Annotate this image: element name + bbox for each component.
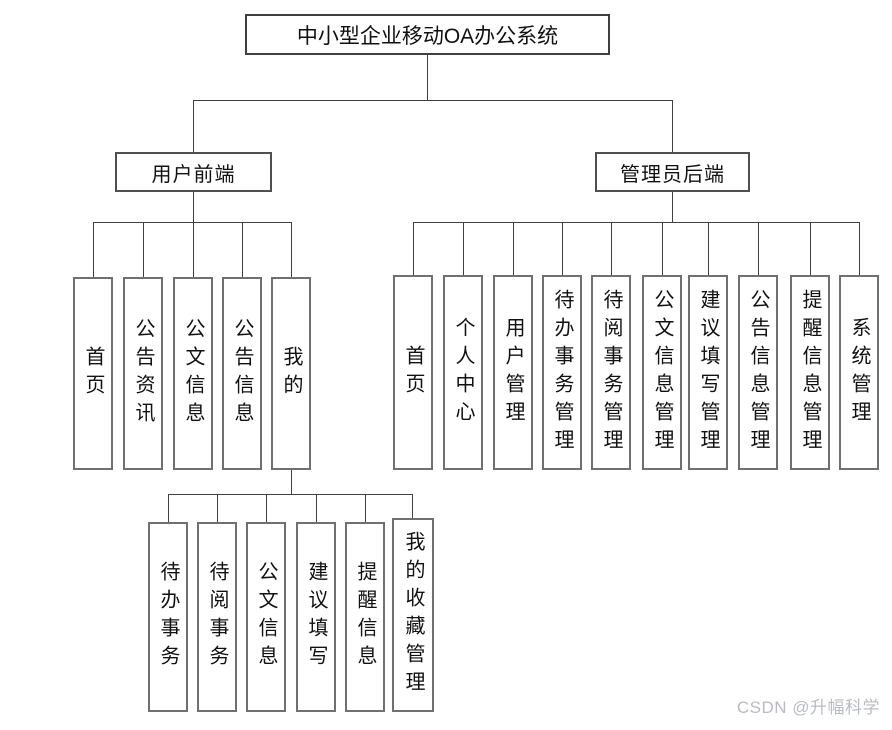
connector bbox=[708, 222, 709, 275]
watermark: CSDN @升幅科学 bbox=[736, 698, 880, 717]
node-announcement-info-label: 公告信息 bbox=[231, 317, 253, 430]
node-document-info-label: 公文信息 bbox=[182, 317, 204, 430]
connector bbox=[810, 222, 811, 275]
node-root: 中小型企业移动OA办公系统 bbox=[245, 14, 610, 55]
connector bbox=[758, 222, 759, 275]
connector bbox=[672, 100, 673, 152]
node-personal-center: 个人中心 bbox=[443, 275, 483, 470]
connector bbox=[93, 222, 292, 223]
node-admin-home-label: 首页 bbox=[402, 344, 424, 401]
connector bbox=[217, 494, 218, 522]
node-user-home: 首页 bbox=[73, 277, 113, 470]
node-announcement-management: 公告信息管理 bbox=[738, 275, 778, 470]
node-my-document-info-label: 公文信息 bbox=[255, 561, 277, 673]
connector bbox=[662, 222, 663, 275]
node-user-management-label: 用户管理 bbox=[502, 316, 524, 429]
connector bbox=[291, 222, 292, 277]
node-my-todo-label: 待办事务 bbox=[157, 561, 179, 673]
node-user-management: 用户管理 bbox=[493, 275, 533, 470]
node-my-suggestion: 建议填写 bbox=[296, 522, 336, 712]
connector bbox=[562, 222, 563, 275]
connector bbox=[193, 100, 673, 101]
node-my-document-info: 公文信息 bbox=[246, 522, 286, 712]
node-announcement-news-label: 公告资讯 bbox=[132, 317, 154, 430]
connector bbox=[672, 192, 673, 222]
node-system-management-label: 系统管理 bbox=[848, 316, 870, 429]
connector bbox=[291, 470, 292, 494]
node-suggestion-management: 建议填写管理 bbox=[688, 275, 728, 470]
connector bbox=[859, 222, 860, 275]
connector bbox=[413, 222, 860, 223]
node-my-todo: 待办事务 bbox=[148, 522, 188, 712]
connector bbox=[193, 192, 194, 222]
node-mine: 我的 bbox=[271, 277, 311, 470]
connector bbox=[168, 494, 413, 495]
connector bbox=[365, 494, 366, 522]
connector bbox=[513, 222, 514, 275]
node-system-management: 系统管理 bbox=[839, 275, 879, 470]
connector bbox=[266, 494, 267, 522]
node-mine-label: 我的 bbox=[280, 345, 302, 402]
node-my-suggestion-label: 建议填写 bbox=[305, 561, 327, 673]
node-my-favorites-management-label: 我的收藏管理 bbox=[402, 531, 424, 699]
connector bbox=[463, 222, 464, 275]
node-admin-backend-label: 管理员后端 bbox=[620, 163, 725, 186]
node-announcement-news: 公告资讯 bbox=[123, 277, 163, 470]
node-todo-management: 待办事务管理 bbox=[542, 275, 582, 470]
node-my-toread: 待阅事务 bbox=[197, 522, 237, 712]
node-document-management: 公文信息管理 bbox=[642, 275, 682, 470]
node-toread-management-label: 待阅事务管理 bbox=[600, 288, 622, 457]
node-my-reminder: 提醒信息 bbox=[345, 522, 385, 712]
connector bbox=[193, 100, 194, 152]
node-root-label: 中小型企业移动OA办公系统 bbox=[296, 24, 559, 48]
node-announcement-management-label: 公告信息管理 bbox=[747, 288, 769, 457]
node-my-toread-label: 待阅事务 bbox=[206, 561, 228, 673]
connector bbox=[316, 494, 317, 522]
node-document-info: 公文信息 bbox=[173, 277, 213, 470]
node-user-home-label: 首页 bbox=[82, 345, 104, 402]
node-reminder-management: 提醒信息管理 bbox=[790, 275, 830, 470]
node-announcement-info: 公告信息 bbox=[222, 277, 262, 470]
node-admin-backend: 管理员后端 bbox=[595, 152, 750, 192]
node-todo-management-label: 待办事务管理 bbox=[551, 288, 573, 457]
node-toread-management: 待阅事务管理 bbox=[591, 275, 631, 470]
connector bbox=[168, 494, 169, 522]
node-document-management-label: 公文信息管理 bbox=[651, 288, 673, 457]
node-personal-center-label: 个人中心 bbox=[452, 316, 474, 429]
node-suggestion-management-label: 建议填写管理 bbox=[697, 288, 719, 457]
node-user-frontend-label: 用户前端 bbox=[151, 163, 236, 186]
connector bbox=[413, 222, 414, 275]
node-user-frontend: 用户前端 bbox=[115, 152, 272, 192]
connector bbox=[242, 222, 243, 277]
node-my-favorites-management: 我的收藏管理 bbox=[392, 518, 434, 712]
connector bbox=[193, 222, 194, 277]
connector bbox=[412, 494, 413, 522]
connector bbox=[143, 222, 144, 277]
node-reminder-management-label: 提醒信息管理 bbox=[799, 288, 821, 457]
node-admin-home: 首页 bbox=[393, 275, 433, 470]
connector bbox=[611, 222, 612, 275]
connector bbox=[427, 55, 428, 100]
connector bbox=[93, 222, 94, 277]
node-my-reminder-label: 提醒信息 bbox=[354, 561, 376, 673]
